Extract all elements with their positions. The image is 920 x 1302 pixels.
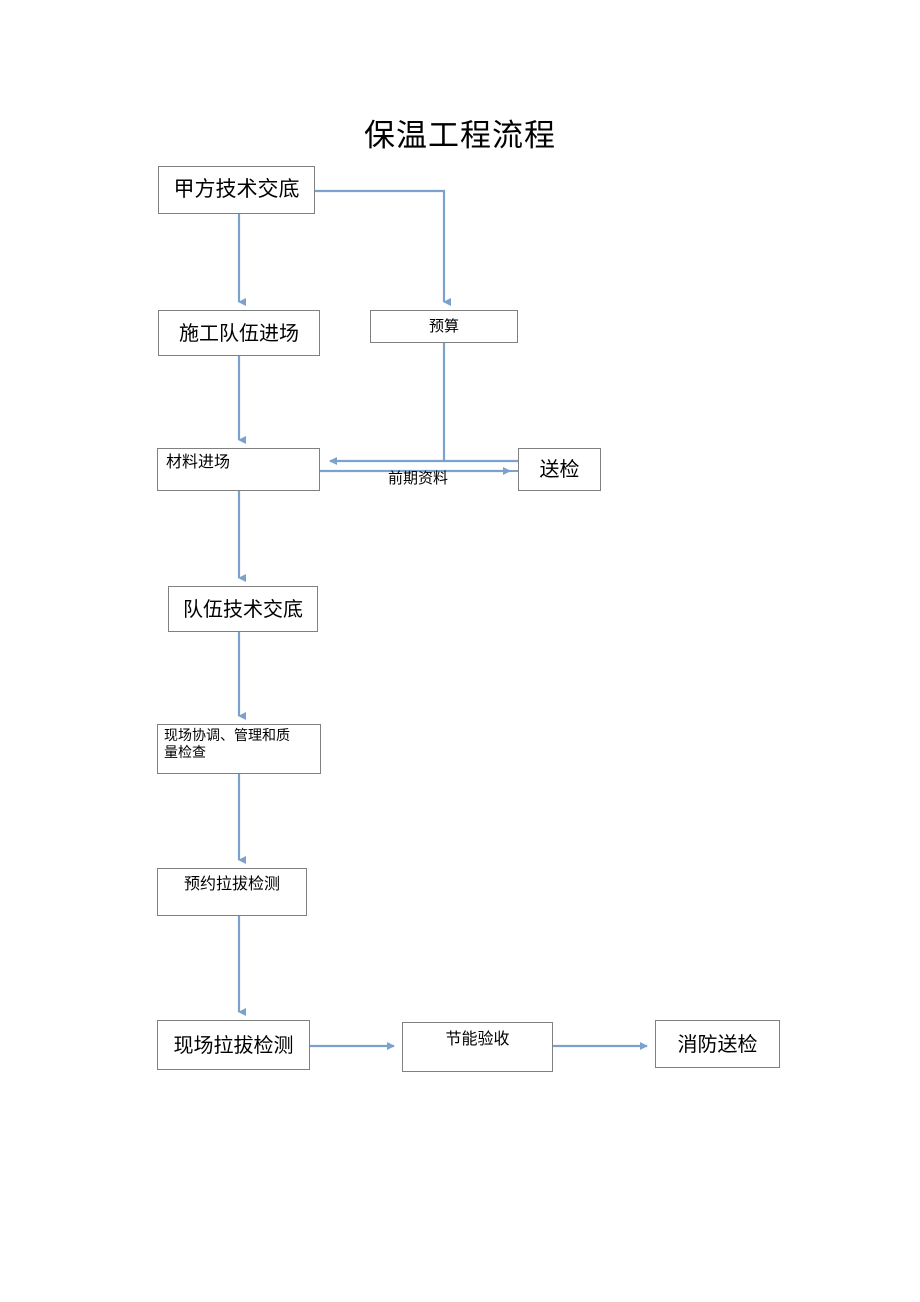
page-title: 保温工程流程 [364, 118, 556, 154]
node-label: 甲方技术交底 [173, 177, 300, 202]
node-label: 现场协调、管理和质 量检查 [164, 728, 290, 762]
node-fire-inspection[interactable]: 消防送检 [655, 1020, 780, 1068]
node-material-entry[interactable]: 材料进场 [157, 448, 320, 491]
node-label: 现场拉拔检测 [173, 1032, 294, 1057]
node-label: 队伍技术交底 [183, 596, 303, 621]
node-send-inspection[interactable]: 送检 [518, 448, 601, 491]
node-party-a-disclosure[interactable]: 甲方技术交底 [158, 166, 315, 214]
node-energy-acceptance[interactable]: 节能验收 [402, 1022, 553, 1072]
node-label: 施工队伍进场 [179, 320, 299, 345]
node-label: 送检 [539, 457, 580, 482]
node-label: 预算 [428, 317, 459, 336]
node-onsite-pullout-test[interactable]: 现场拉拔检测 [157, 1020, 310, 1070]
node-pullout-appointment[interactable]: 预约拉拔检测 [157, 868, 307, 916]
node-label: 节能验收 [445, 1029, 510, 1048]
edge-label-preliminary-materials: 前期资料 [388, 469, 449, 487]
node-team-disclosure[interactable]: 队伍技术交底 [168, 586, 318, 632]
connector-party-a-to-budget [315, 189, 451, 306]
node-construction-team-entry[interactable]: 施工队伍进场 [158, 310, 320, 356]
node-label: 材料进场 [166, 452, 231, 471]
node-label: 预约拉拔检测 [183, 874, 280, 893]
node-label: 消防送检 [677, 1031, 758, 1056]
node-site-coordination[interactable]: 现场协调、管理和质 量检查 [157, 724, 321, 774]
node-budget[interactable]: 预算 [370, 310, 518, 343]
